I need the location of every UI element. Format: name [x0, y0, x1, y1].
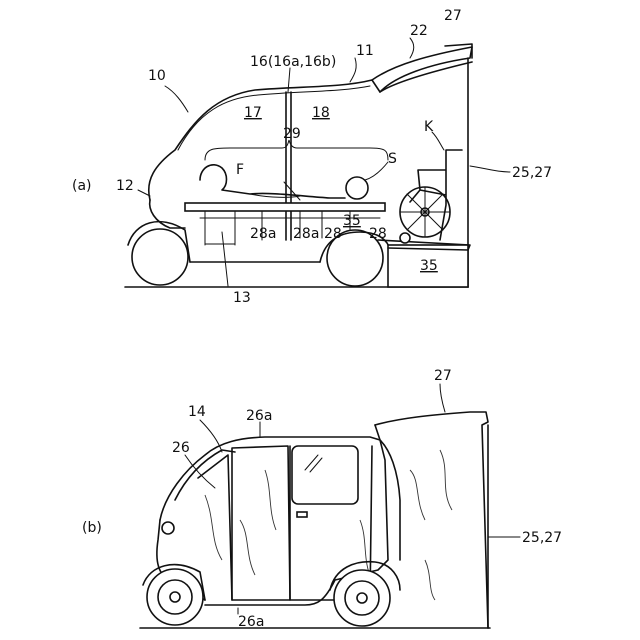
- leader-wall: [470, 166, 510, 172]
- label-seat: S: [388, 151, 397, 167]
- cover-fold-3: [425, 560, 435, 600]
- label-door-edge-bottom: 26a: [238, 614, 264, 630]
- label-partition: 16(16a,16b): [250, 54, 336, 70]
- label-passenger: F: [236, 162, 244, 178]
- label-cover-top-b: 27: [434, 368, 452, 384]
- label-platform: 35: [420, 258, 438, 274]
- cover-fold-2: [440, 450, 452, 510]
- leader-roof-ext: [410, 38, 414, 58]
- roof-inner-line: [178, 86, 370, 150]
- panel-a: (a) 10 12 13 16(16a,16b) 11 22 27 25,27 …: [72, 8, 552, 306]
- door-handle: [297, 512, 307, 517]
- label-track-2: 28: [369, 226, 387, 242]
- door-fold-1: [240, 520, 255, 575]
- label-wall-b: 25,27: [522, 530, 562, 546]
- side-window-b: [292, 446, 358, 504]
- label-rear-room: 18: [312, 105, 330, 121]
- label-floor: 13: [233, 290, 251, 306]
- label-wall-a: 25,27: [512, 165, 552, 181]
- label-rail-1: 28a: [250, 226, 276, 242]
- label-window: 14: [188, 404, 206, 420]
- label-span: 29: [283, 126, 301, 142]
- leader-vehicle: [165, 86, 188, 112]
- label-door: 26: [172, 440, 190, 456]
- roof-extension: [372, 47, 472, 92]
- label-roof: 11: [356, 43, 374, 59]
- label-panel-b: (b): [82, 520, 102, 536]
- label-wheelchair: K: [424, 119, 434, 135]
- cover-fold-1: [410, 470, 425, 520]
- label-front-cover: 12: [116, 178, 134, 194]
- front-wheel-b-hub: [170, 592, 180, 602]
- door-panel: [232, 446, 290, 600]
- label-rail-2: 28a: [293, 226, 319, 242]
- label-bed: 35: [343, 213, 361, 229]
- door-fold-2: [205, 495, 222, 560]
- label-track-1: 28: [324, 226, 342, 242]
- leader-seat: [365, 162, 388, 180]
- bed-support-box: [205, 218, 235, 244]
- passenger-figure: [200, 165, 345, 198]
- label-panel-a: (a): [72, 178, 92, 194]
- panel-b: (b) 27 26a 14 26 25,27 26a: [82, 368, 562, 630]
- label-roof-ext: 22: [410, 23, 428, 39]
- vehicle-front-lower: [150, 200, 185, 228]
- leader-wheelchair: [432, 132, 444, 150]
- bed-platform: [185, 203, 385, 211]
- headlight-b: [162, 522, 174, 534]
- door-fold-3: [265, 470, 276, 530]
- front-wheel-a: [132, 229, 188, 285]
- label-door-edge-top: 26a: [246, 408, 272, 424]
- cover-shape-b: [375, 412, 488, 628]
- leader-floor: [222, 232, 228, 286]
- rear-wheel-b-hub: [357, 593, 367, 603]
- label-vehicle: 10: [148, 68, 166, 84]
- label-front-room: 17: [244, 105, 262, 121]
- leader-cover-b: [440, 384, 445, 412]
- leader-window: [200, 420, 222, 452]
- span-brace: [205, 140, 388, 160]
- leader-roof: [350, 58, 356, 82]
- wheelchair-caster: [400, 233, 410, 243]
- label-cover-top-a: 27: [444, 8, 462, 24]
